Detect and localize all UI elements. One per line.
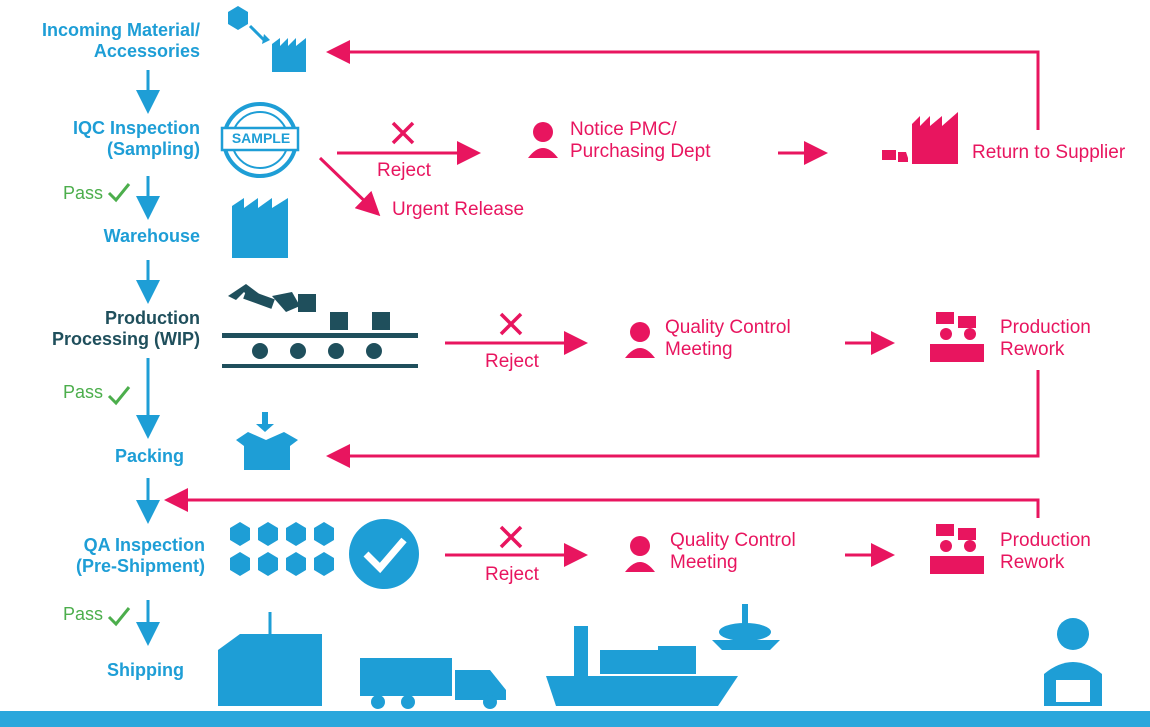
ship-icon [546,626,738,706]
step-packing: Packing [114,446,184,466]
step-iqc-inspection: IQC Inspection (Sampling) [72,118,200,159]
worker-laptop-icon [1044,618,1102,706]
small-truck-icon [882,150,908,162]
sample-stamp-icon [220,102,300,178]
qc-meeting-label-2: Quality Control Meeting [670,530,796,573]
urgent-release-label: Urgent Release [392,199,525,220]
reject-arrows [164,40,1040,567]
factory-icon [912,112,958,164]
pass-label-1: Pass [63,183,104,203]
robot-conveyor-icon [222,284,418,368]
bottom-band [0,711,1150,727]
packing-box-icon [236,412,298,470]
production-rework-label-2: Production Rework [1000,530,1091,573]
step-production-processing: Production Processing (WIP) [51,308,200,349]
pass-label-3: Pass [63,604,104,624]
box-to-factory-icon [228,6,306,72]
x-mark-icon [391,121,523,549]
reject-label-iqc: Reject [377,160,431,181]
people-chat-icon [930,312,984,574]
step-warehouse: Warehouse [103,226,200,246]
airplane-icon [712,604,780,650]
step-qa-inspection: QA Inspection (Pre-Shipment) [75,535,205,576]
truck-icon [360,658,506,709]
boxes-icon [230,522,334,576]
qc-meeting-label-1: Quality Control Meeting [665,317,791,360]
sample-stamp-label: SAMPLE [231,130,291,146]
reject-label-qa: Reject [485,564,539,585]
notice-pmc-label: Notice PMC/ Purchasing Dept [570,119,711,162]
reject-label-production: Reject [485,351,539,372]
person-icon [528,122,655,572]
warehouse-icon [232,198,288,258]
return-supplier-label: Return to Supplier [972,142,1126,163]
step-shipping: Shipping [107,660,184,680]
checkmark-icon [107,183,131,627]
container-icon [218,612,322,706]
check-badge-icon [349,519,419,589]
step-incoming-material: Incoming Material/ Accessories [41,20,200,61]
production-rework-label-1: Production Rework [1000,317,1091,360]
pass-label-2: Pass [63,382,104,402]
